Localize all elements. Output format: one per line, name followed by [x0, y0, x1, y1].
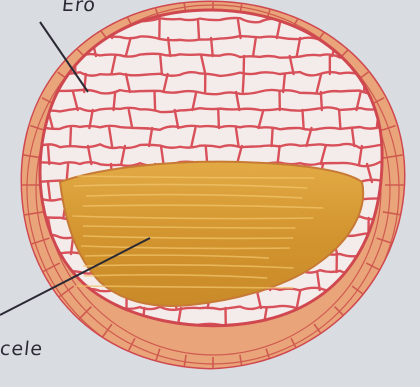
cell-wall [302, 110, 303, 128]
cell-wall [377, 290, 381, 308]
cell-wall [65, 20, 69, 38]
cell-wall [29, 20, 30, 38]
label-bottom: cele [0, 338, 44, 360]
cell-wall [373, 56, 376, 74]
cell-wall [373, 326, 377, 344]
cell-wall [70, 128, 71, 146]
cell-wall [351, 20, 356, 38]
cell-wall [48, 326, 53, 344]
cell-wall [30, 308, 35, 326]
cell-wall [272, 128, 273, 146]
cell-wall [114, 92, 116, 110]
cell-wall [218, 110, 219, 128]
cell-wall [243, 74, 244, 92]
cell-wall [211, 38, 213, 56]
cell-wall [155, 92, 156, 110]
cell-wall [396, 20, 398, 38]
cell-wall [160, 56, 162, 74]
cell-wall [198, 20, 199, 38]
cell-wall [397, 92, 398, 110]
label-top: Ero [61, 0, 97, 16]
cell-wall [356, 308, 358, 326]
cell-wall [30, 272, 35, 290]
cell-wall [332, 326, 335, 344]
cell-wall [339, 110, 340, 128]
cell-wall [400, 308, 405, 326]
cell-wall [44, 38, 48, 56]
cell-wall [65, 308, 69, 326]
cell-wall [26, 92, 30, 110]
cell-wall [48, 290, 51, 308]
